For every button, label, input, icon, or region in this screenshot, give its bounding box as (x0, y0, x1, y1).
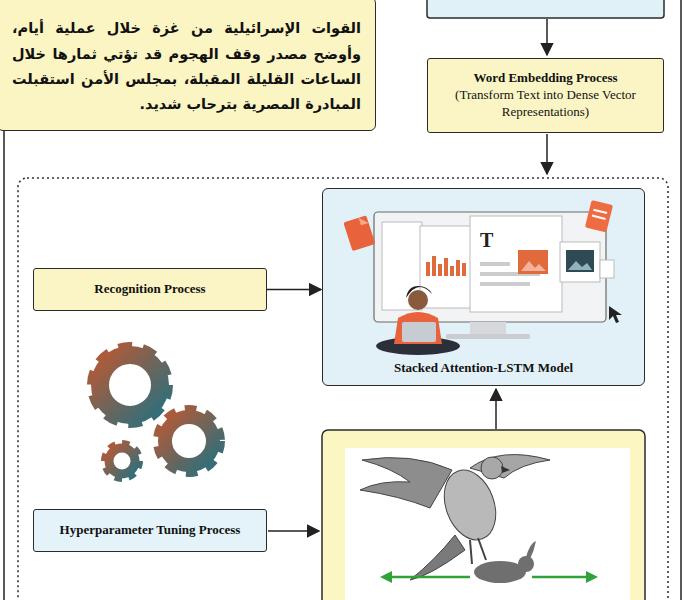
flow-arrow (546, 134, 548, 174)
node-label: Stacked Attention-LSTM Model (394, 360, 573, 377)
model-illustration (566, 250, 594, 272)
gear-icon (180, 432, 198, 450)
process-box: Recognition Process (33, 268, 267, 311)
hawk-illustration (410, 535, 465, 580)
model-illustration (585, 200, 613, 232)
motion-arrow (380, 571, 392, 583)
model-illustration (600, 260, 614, 278)
model-illustration (426, 262, 430, 276)
model-illustration (480, 262, 510, 266)
rabbit-illustration (518, 556, 534, 572)
process-box: Hyperparameter Tuning Process (33, 509, 267, 552)
motion-arrow (380, 571, 598, 583)
hawk-illustration (501, 466, 510, 473)
node-label: (Transform Text into Dense Vector Repres… (436, 87, 655, 121)
model-illustration (592, 215, 606, 220)
model-illustration (322, 188, 645, 386)
model-illustration (470, 322, 506, 336)
body-text: القوات الإسرائيلية من غزة خلال عملية أيا… (12, 16, 361, 118)
icon-letter: T (480, 230, 493, 250)
gear-icon (100, 355, 160, 415)
rabbit-illustration (474, 541, 536, 583)
model-illustration (568, 261, 592, 270)
gear-icon (96, 351, 217, 477)
gear-icon (161, 413, 217, 469)
model-illustration (322, 188, 645, 386)
node-label: Word Embedding Process (473, 70, 617, 87)
flow-arrow (546, 19, 548, 55)
optimizer-illustration-box (322, 430, 645, 600)
gear-icon (117, 456, 127, 466)
model-illustration (432, 256, 436, 276)
hawk-illustration (360, 455, 550, 580)
model-illustration (402, 322, 436, 342)
model-illustration (585, 200, 613, 232)
process-box: Word Embedding Process(Transform Text in… (427, 58, 664, 133)
model-illustration (609, 306, 622, 323)
hawk-illustration (481, 457, 503, 479)
cropped-process-box (427, 0, 664, 18)
outer-frame (680, 0, 682, 600)
model-illustration (560, 242, 600, 282)
model-illustration (408, 290, 428, 310)
model-illustration (343, 215, 375, 251)
model-box: Stacked Attention-LSTM Model (322, 188, 645, 386)
model-illustration (446, 334, 530, 339)
model-illustration (462, 263, 466, 276)
node-label: Recognition Process (94, 281, 205, 298)
model-illustration (480, 282, 530, 286)
flow-arrow (267, 289, 321, 291)
optimizer-illustration-box (345, 448, 630, 600)
motion-arrow (388, 576, 470, 579)
gear-icon (120, 375, 140, 395)
model-illustration (444, 258, 448, 276)
model-illustration (593, 209, 607, 214)
model-illustration (470, 216, 562, 312)
model-illustration (394, 312, 442, 344)
optimizer-illustration-box (322, 430, 645, 600)
model-illustration (406, 286, 432, 298)
hawk-illustration (470, 538, 486, 564)
model-illustration (518, 250, 548, 274)
gear-icon (165, 417, 213, 465)
flow-arrow (495, 389, 497, 429)
news-text-box: القوات الإسرائيلية من غزة خلال عملية أيا… (0, 0, 376, 131)
model-illustration (450, 266, 454, 276)
model-illustration (359, 215, 369, 225)
hawk-illustration (360, 458, 452, 508)
model-illustration (438, 264, 442, 276)
model-illustration (521, 261, 546, 271)
model-illustration (343, 215, 375, 251)
model-illustration (420, 226, 472, 308)
flow-arrow (268, 530, 319, 532)
rabbit-illustration (526, 541, 536, 559)
model-illustration (456, 260, 460, 276)
motion-arrow (586, 571, 598, 583)
gear-icon (106, 445, 138, 477)
cropped-process-box (427, 0, 664, 18)
motion-arrow (532, 576, 590, 579)
gear-icon (109, 448, 135, 474)
model-illustration (374, 212, 606, 322)
node-label: Hyperparameter Tuning Process (60, 522, 241, 539)
gear-icon (96, 351, 164, 419)
hawk-illustration (470, 455, 550, 478)
